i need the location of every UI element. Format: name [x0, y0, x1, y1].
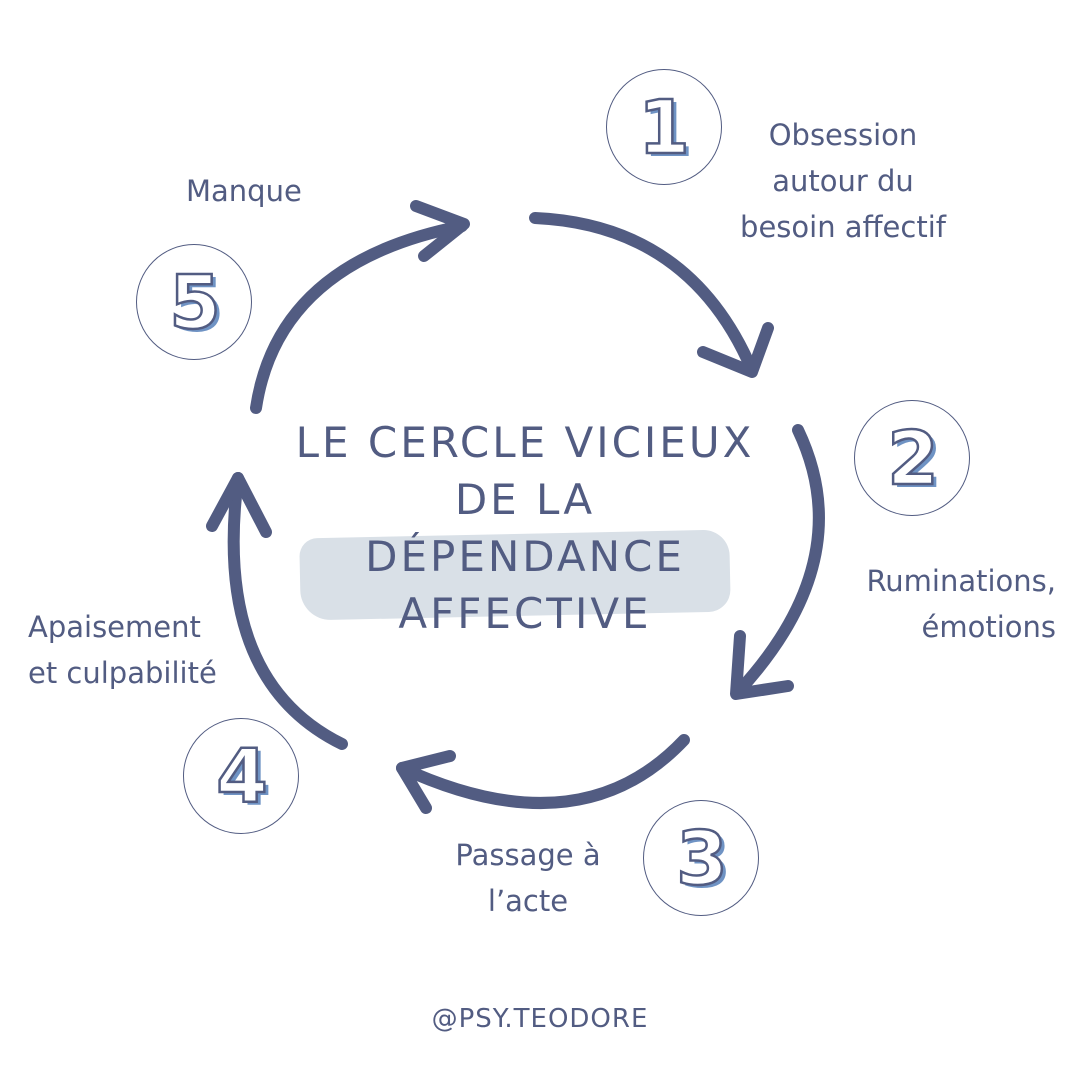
arrow-1-to-2: [529, 212, 758, 376]
step-number-1-shadow: 1: [642, 88, 694, 174]
step-4-label: Apaisement et culpabilité: [28, 610, 217, 690]
title-line-2: DE LA: [454, 475, 596, 524]
step-number-3-text: 3: [676, 816, 728, 902]
arrow-3-to-4: [396, 734, 690, 810]
step-number-4: 4 4: [183, 718, 299, 834]
step-number-5-text: 5: [169, 260, 221, 346]
title-line-3: DÉPENDANCE: [365, 532, 685, 581]
step-number-1: 1 1: [606, 69, 722, 185]
title-line-4: AFFECTIVE: [398, 589, 652, 638]
arrow-1-to-2-head: [697, 322, 774, 378]
step-number-2: 2 2: [854, 400, 970, 516]
arrow-5-to-1: [250, 220, 468, 414]
arrow-4-to-5-head: [206, 472, 272, 538]
step-5-label: Manque: [186, 174, 302, 208]
arrow-2-to-3-head: [730, 630, 794, 700]
step-1-label: Obsession autour du besoin affectif: [740, 118, 946, 244]
step-number-1-text: 1: [638, 85, 690, 171]
step-number-3: 3 3: [643, 800, 759, 916]
step-number-2-text: 2: [887, 416, 939, 502]
diagram-title: LE CERCLE VICIEUX DE LA DÉPENDANCE AFFEC…: [270, 414, 780, 642]
step-number-5: 5 5: [136, 244, 252, 360]
step-number-5-shadow: 5: [173, 263, 225, 349]
step-number-4-shadow: 4: [220, 737, 272, 823]
step-number-3-shadow: 3: [680, 819, 732, 905]
arrow-2-to-3: [732, 424, 825, 698]
author-handle: @PSY.TEODORE: [431, 1004, 649, 1034]
arrow-3-to-4-head: [396, 750, 456, 814]
arrow-5-to-1-head: [410, 200, 470, 262]
title-line-1: LE CERCLE VICIEUX: [295, 418, 755, 467]
step-2-label: Ruminations, émotions: [866, 564, 1056, 644]
arrow-4-to-5: [227, 472, 348, 750]
step-3-label: Passage à l’acte: [455, 838, 601, 918]
step-number-2-shadow: 2: [891, 419, 943, 505]
step-number-4-text: 4: [216, 734, 268, 820]
